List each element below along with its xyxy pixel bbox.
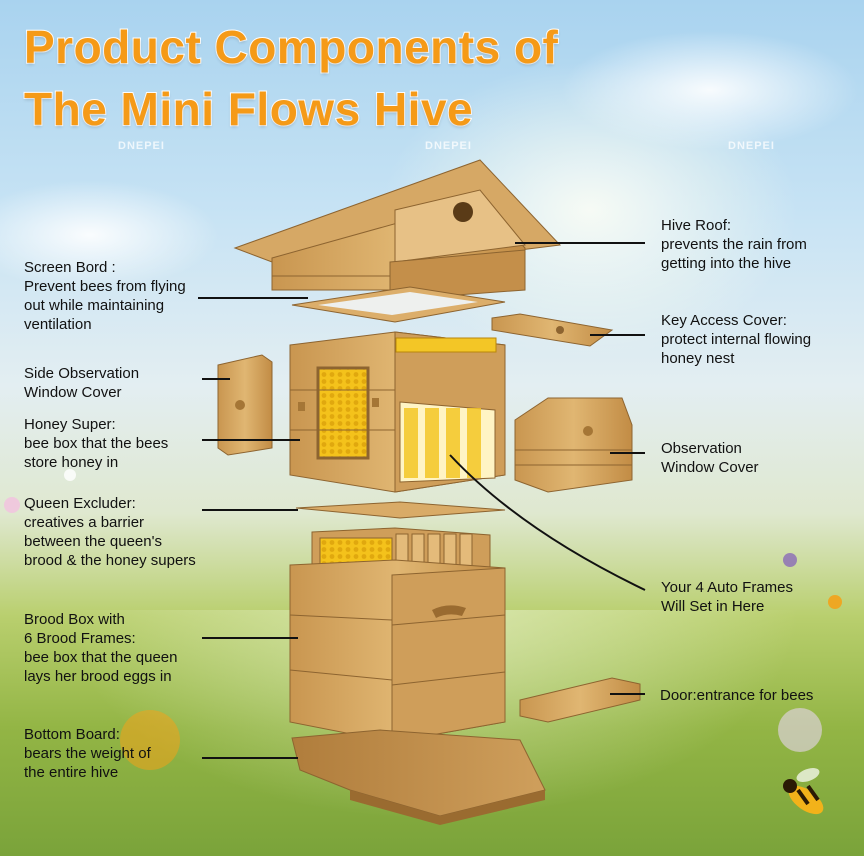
leader-line xyxy=(202,637,298,639)
key-access-cover xyxy=(491,313,614,347)
label-side-window-cover: Side Observation Window Cover xyxy=(24,365,140,401)
brood-box xyxy=(289,527,506,743)
title-line-1: Product Components of xyxy=(23,20,559,74)
leader-line xyxy=(202,439,300,441)
observation-window-cover xyxy=(514,397,633,493)
screen-board xyxy=(291,286,506,323)
side-window-cover xyxy=(217,354,273,456)
leader-line xyxy=(515,242,645,244)
leader-line xyxy=(610,452,645,454)
label-brood-box: Brood Box with 6 Brood Frames: bee box t… xyxy=(24,611,178,685)
label-key-access-cover: Key Access Cover: protect internal flowi… xyxy=(661,312,812,367)
bottom-board xyxy=(291,729,546,825)
watermark: DNEPEI xyxy=(425,140,472,152)
watermark: DNEPEI xyxy=(118,140,165,152)
hive-roof xyxy=(233,159,562,301)
label-observation-window-cover: Observation Window Cover xyxy=(661,440,759,476)
label-queen-excluder: Queen Excluder: creatives a barrier betw… xyxy=(24,495,196,569)
title-line-2: The Mini Flows Hive xyxy=(23,82,474,136)
cloud xyxy=(560,30,860,150)
leader-line xyxy=(590,334,645,336)
leader-line xyxy=(202,378,230,380)
label-door: Door:entrance for bees xyxy=(660,687,814,704)
leader-line xyxy=(610,693,645,695)
bee-icon xyxy=(783,768,824,815)
watermark: DNEPEI xyxy=(728,140,775,152)
cloud xyxy=(0,180,220,290)
leader-line xyxy=(202,509,298,511)
queen-excluder xyxy=(295,501,506,519)
label-honey-super: Honey Super: bee box that the bees store… xyxy=(24,416,169,471)
wildflowers xyxy=(4,469,842,770)
leader-line xyxy=(202,757,298,759)
label-auto-frames: Your 4 Auto Frames Will Set in Here xyxy=(661,579,794,615)
label-bottom-board: Bottom Board: bears the weight of the en… xyxy=(24,726,151,781)
label-hive-roof: Hive Roof: prevents the rain from gettin… xyxy=(661,217,807,272)
door xyxy=(519,677,641,723)
label-screen-board: Screen Bord : Prevent bees from flying o… xyxy=(24,259,186,333)
honey-super xyxy=(289,331,506,493)
leader-line xyxy=(198,297,308,299)
